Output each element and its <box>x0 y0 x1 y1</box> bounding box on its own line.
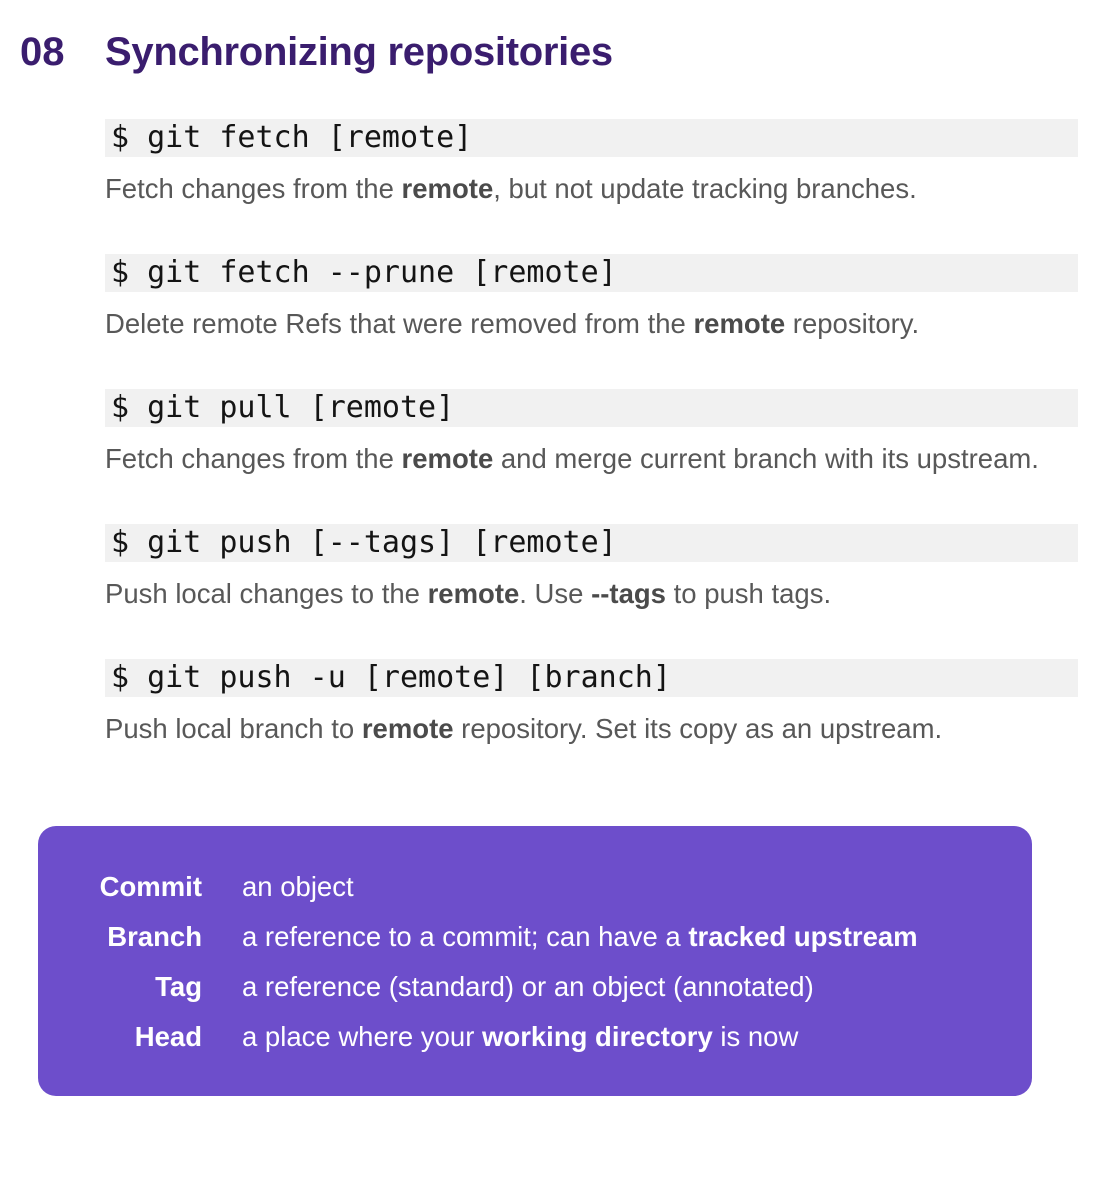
command-description: Push local branch to remote repository. … <box>105 713 943 744</box>
glossary-row: Commit an object <box>38 862 1002 912</box>
command-entry: $ git pull [remote] Fetch changes from t… <box>105 389 1078 480</box>
command-entry: $ git push [--tags] [remote] Push local … <box>105 524 1078 615</box>
glossary-panel: Commit an object Branch a reference to a… <box>38 826 1032 1096</box>
page-header: 08 Synchronizing repositories <box>0 0 1094 75</box>
glossary-row: Branch a reference to a commit; can have… <box>38 912 1002 962</box>
command-code: $ git push [--tags] [remote] <box>105 524 1078 562</box>
command-entry: $ git fetch [remote] Fetch changes from … <box>105 119 1078 210</box>
glossary-definition: a reference to a commit; can have a trac… <box>242 921 918 952</box>
glossary-definition: a reference (standard) or an object (ann… <box>242 971 814 1002</box>
section-number: 08 <box>20 30 65 74</box>
command-code: $ git fetch [remote] <box>105 119 1078 157</box>
glossary-term: Head <box>134 1021 202 1052</box>
glossary-definition: an object <box>242 871 354 902</box>
glossary-row: Head a place where your working director… <box>38 1012 1002 1062</box>
command-entry: $ git fetch --prune [remote] Delete remo… <box>105 254 1078 345</box>
glossary-definition: a place where your working directory is … <box>242 1021 799 1052</box>
command-code: $ git fetch --prune [remote] <box>105 254 1078 292</box>
glossary-term: Tag <box>155 971 202 1002</box>
glossary-term: Branch <box>107 921 202 952</box>
command-list: $ git fetch [remote] Fetch changes from … <box>105 119 1078 750</box>
glossary-term: Commit <box>99 871 202 902</box>
command-description: Fetch changes from the remote and merge … <box>105 443 1039 474</box>
glossary-row: Tag a reference (standard) or an object … <box>38 962 1002 1012</box>
command-description: Push local changes to the remote. Use --… <box>105 578 832 609</box>
command-description: Delete remote Refs that were removed fro… <box>105 308 920 339</box>
command-code: $ git push -u [remote] [branch] <box>105 659 1078 697</box>
command-entry: $ git push -u [remote] [branch] Push loc… <box>105 659 1078 750</box>
cheatsheet-page: 08 Synchronizing repositories $ git fetc… <box>0 0 1094 1096</box>
page-title: Synchronizing repositories <box>105 30 613 74</box>
command-description: Fetch changes from the remote, but not u… <box>105 173 917 204</box>
command-code: $ git pull [remote] <box>105 389 1078 427</box>
